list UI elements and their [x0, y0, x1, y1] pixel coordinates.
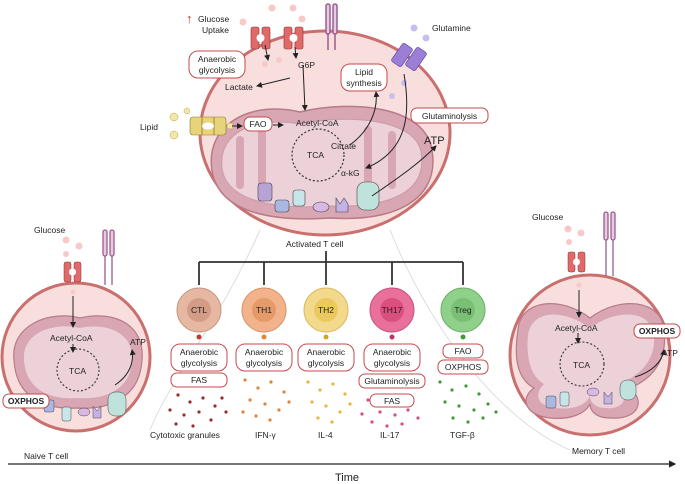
activated-t-cell: ↑ Glucose Uptake Anaerobic glycolysis G6… [140, 3, 489, 249]
subset-pathway-label: Anaerobic [373, 347, 412, 357]
subset-name: TH1 [256, 305, 272, 315]
subset-product: IL-4 [318, 430, 333, 440]
g6p-label: G6P [298, 60, 315, 70]
glucose-molecule-icons [239, 4, 306, 67]
memory-oxphos-badge [633, 323, 681, 339]
memory-tca-label: TCA [573, 360, 590, 370]
naive-tca-ring [56, 348, 100, 392]
atp-synthase-icon [356, 181, 380, 211]
acetyl-coa-label: Acetyl-CoA [296, 118, 339, 128]
tca-label: TCA [307, 150, 324, 160]
memory-acetyl-coa-label: Acetyl-CoA [555, 323, 598, 333]
subset-pathway-label: glycolysis [374, 358, 410, 368]
complex-icon [257, 182, 273, 202]
complex-icon [274, 199, 290, 213]
complex-icon [312, 201, 330, 213]
activated-cell-title: Activated T cell [286, 239, 343, 249]
fao-label: FAO [249, 119, 266, 129]
subset-pathway-label: FAS [384, 396, 400, 406]
glutamine-label: Glutamine [432, 23, 471, 33]
memory-atp-label: ATP [662, 348, 678, 358]
citrate-label: Citrate [331, 141, 356, 151]
glucose-transporter-icon [63, 261, 82, 283]
memory-oxphos-label: OXPHOS [639, 326, 676, 336]
memory-tca-ring [559, 341, 605, 387]
naive-atp-label: ATP [130, 337, 146, 347]
lipid-label: Lipid [140, 122, 158, 132]
complex-icon [335, 197, 349, 213]
lipid-transporter-icon [189, 116, 227, 136]
subset-pathway-label: glycolysis [181, 358, 217, 368]
lactate-label: Lactate [225, 82, 253, 92]
subset-pathway-label: Anaerobic [245, 347, 284, 357]
time-label: Time [335, 472, 359, 484]
subset-name: Treg [454, 305, 471, 315]
subset-th17: TH17 Anaerobic glycolysis Glutaminolysis… [358, 287, 426, 440]
naive-glucose-label: Glucose [34, 225, 65, 235]
subset-name: CTL [191, 305, 207, 315]
glucose-transporter-icon [283, 26, 304, 50]
memory-t-cell: Glucose Acetyl-CoA TCA ATP OXPHOS Memory… [508, 211, 681, 456]
subset-name: TH2 [318, 305, 334, 315]
secreted-products-dots [168, 378, 498, 428]
complex-icon [292, 189, 306, 207]
glucose-uptake-label: Uptake [202, 25, 229, 35]
naive-tca-label: TCA [69, 366, 86, 376]
subset-th1: TH1 Anaerobic glycolysis IFN-γ [235, 287, 293, 440]
subset-pathway-label: OXPHOS [445, 362, 482, 372]
tca-cycle-ring [291, 128, 345, 182]
tcr-receptor-icon [102, 229, 115, 285]
subset-name: TH17 [382, 305, 403, 315]
subset-product: Cytotoxic granules [150, 430, 220, 440]
memory-cell-title: Memory T cell [572, 446, 625, 456]
subset-product: TGF-β [450, 430, 475, 440]
subset-pathway-label: FAO [454, 346, 471, 356]
glutaminolysis-label: Glutaminolysis [422, 111, 477, 121]
subset-ctl: CTL Anaerobic glycolysis FAS Cytotoxic g… [150, 287, 228, 440]
lipid-synthesis-label: Lipid [355, 67, 373, 77]
naive-oxphos-label: OXPHOS [8, 396, 45, 406]
anaerobic-glycolysis-label: glycolysis [199, 65, 235, 75]
anaerobic-glycolysis-label: Anaerobic [198, 54, 237, 64]
atp-label: ATP [424, 135, 445, 147]
memory-glucose-label: Glucose [532, 212, 563, 222]
subset-pathway-label: glycolysis [246, 358, 282, 368]
naive-acetyl-coa-label: Acetyl-CoA [50, 333, 93, 343]
subset-pathway-label: Anaerobic [180, 347, 219, 357]
subset-pathway-label: FAS [191, 375, 207, 385]
tcr-receptor-icon [603, 211, 616, 276]
subset-pathway-label: Anaerobic [307, 347, 346, 357]
naive-oxphos-badge [2, 393, 50, 409]
subset-treg: Treg FAO OXPHOS TGF-β [437, 287, 489, 440]
glucose-uptake-label: Glucose [198, 14, 229, 24]
glucose-transporter-icon [567, 251, 586, 273]
subset-th2: TH2 Anaerobic glycolysis IL-4 [297, 287, 355, 440]
differentiation-tree [198, 251, 464, 285]
akg-label: α-kG [341, 168, 360, 178]
glutamine-transporter-icon [391, 43, 427, 71]
lipid-molecule-icons [169, 107, 234, 140]
glucose-up-arrow: ↑ [186, 11, 193, 26]
subset-pathway-label: glycolysis [308, 358, 344, 368]
subset-product: IL-17 [380, 430, 400, 440]
naive-cell-title: Naive T cell [24, 451, 68, 461]
glucose-transporter-icon [250, 26, 271, 50]
naive-t-cell: Glucose Acetyl-CoA TCA ATP OXPHOS Naive … [0, 225, 152, 461]
lipid-synthesis-label: synthesis [346, 78, 381, 88]
tcr-receptor-icon [325, 3, 338, 50]
subset-product: IFN-γ [255, 430, 277, 440]
subset-pathway-label: Glutaminolysis [364, 376, 419, 386]
